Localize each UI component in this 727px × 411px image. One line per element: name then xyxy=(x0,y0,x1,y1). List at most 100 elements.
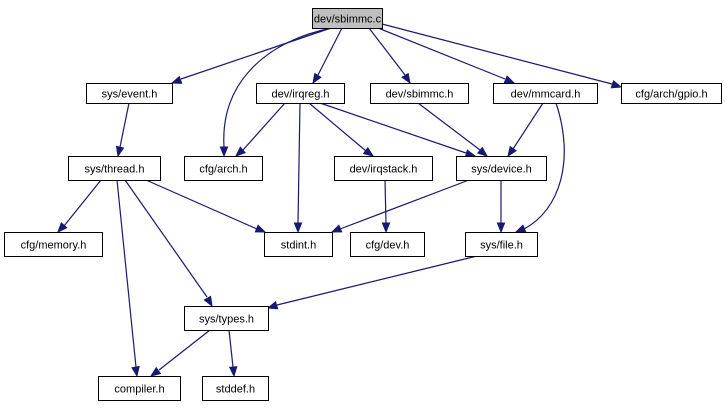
arrow-head xyxy=(57,222,68,233)
edge-dev-irqreg-to-sys-device xyxy=(319,102,477,158)
edge-dev-sbimmc-h-to-sys-device xyxy=(417,102,489,157)
node-box xyxy=(264,232,333,257)
arrow-head xyxy=(115,145,125,158)
node-box xyxy=(465,232,538,257)
node-sys-file[interactable]: sys/file.h xyxy=(465,232,538,257)
arrow-head xyxy=(362,146,375,157)
arrow-head xyxy=(293,222,303,234)
node-label: dev/sbimmc.c xyxy=(314,14,382,26)
arrow-head xyxy=(170,75,183,84)
edge-sys-thread-to-cfg-memory xyxy=(57,179,102,233)
edges-layer xyxy=(57,23,623,378)
edge-line xyxy=(124,179,208,298)
edge-root-to-dev-mmcard xyxy=(377,27,516,84)
edge-line xyxy=(116,179,137,368)
edge-line xyxy=(417,102,481,151)
arrow-head xyxy=(330,224,343,233)
node-label: dev/irqreg.h xyxy=(271,89,329,101)
edge-line xyxy=(377,27,506,80)
node-stddef[interactable]: stddef.h xyxy=(202,376,269,401)
arrow-head xyxy=(228,366,238,378)
node-root[interactable]: dev/sbimmc.c xyxy=(312,8,383,29)
node-sys-event[interactable]: sys/event.h xyxy=(86,83,173,104)
arrow-head xyxy=(496,222,506,234)
node-box xyxy=(350,232,425,257)
node-sys-thread[interactable]: sys/thread.h xyxy=(68,156,161,181)
edge-line xyxy=(319,102,467,154)
arrow-head xyxy=(381,222,391,234)
node-dev-irqstack[interactable]: dev/irqstack.h xyxy=(334,156,433,181)
node-box xyxy=(370,83,469,104)
arrow-head xyxy=(235,146,246,157)
edge-line xyxy=(368,27,406,76)
edge-sys-thread-to-compiler xyxy=(116,179,140,378)
edge-dev-irqreg-to-dev-irqstack xyxy=(308,102,375,157)
edge-sys-device-to-sys-file xyxy=(496,180,506,234)
edge-sys-thread-to-stdint xyxy=(145,179,267,233)
node-box xyxy=(334,156,433,181)
node-box xyxy=(86,83,173,104)
node-dev-mmcard[interactable]: dev/mmcard.h xyxy=(493,83,598,104)
node-label: sys/thread.h xyxy=(85,164,145,176)
edge-sys-device-to-stdint xyxy=(330,179,470,233)
node-box xyxy=(98,376,181,401)
node-cfg-gpio[interactable]: cfg/arch/gpio.h xyxy=(621,83,722,104)
arrow-head xyxy=(203,295,213,308)
node-sys-types[interactable]: sys/types.h xyxy=(184,306,269,331)
arrow-head xyxy=(266,301,279,310)
arrow-head xyxy=(514,224,527,233)
node-cfg-dev[interactable]: cfg/dev.h xyxy=(350,232,425,257)
edge-dev-irqstack-to-cfg-dev xyxy=(381,179,391,234)
node-sys-device[interactable]: sys/device.h xyxy=(456,156,547,181)
node-box xyxy=(456,156,547,181)
edge-line xyxy=(297,102,301,224)
edge-line xyxy=(158,329,211,371)
node-label: stdint.h xyxy=(281,240,316,252)
arrow-head xyxy=(503,75,516,84)
edge-dev-mmcard-to-sys-file xyxy=(514,102,565,233)
arrow-head xyxy=(219,146,229,158)
edge-line xyxy=(308,102,367,152)
node-compiler[interactable]: compiler.h xyxy=(98,376,181,401)
edge-root-to-cfg-arch xyxy=(219,27,333,158)
arrow-head xyxy=(401,72,411,85)
node-label: dev/sbimmc.h xyxy=(386,89,454,101)
node-label: sys/device.h xyxy=(471,164,532,176)
edge-line xyxy=(317,27,343,76)
arrow-head xyxy=(254,224,267,233)
edge-line xyxy=(223,27,333,148)
node-label: compiler.h xyxy=(114,384,164,396)
edge-line xyxy=(242,102,286,151)
edge-dev-irqreg-to-cfg-arch xyxy=(235,102,286,157)
node-label: sys/file.h xyxy=(480,240,523,252)
node-label: cfg/memory.h xyxy=(21,240,87,252)
edge-sys-types-to-compiler xyxy=(149,329,211,377)
node-box xyxy=(493,83,598,104)
node-label: dev/mmcard.h xyxy=(511,89,581,101)
edge-root-to-sys-event xyxy=(170,27,332,84)
node-label: stddef.h xyxy=(216,384,255,396)
nodes-layer: dev/sbimmc.c sys/event.h dev/irqreg.h dev/s… xyxy=(4,8,722,401)
edge-line xyxy=(180,27,332,80)
node-box xyxy=(202,376,269,401)
edge-line xyxy=(512,102,544,150)
node-label: cfg/dev.h xyxy=(366,240,410,252)
edge-root-to-cfg-gpio xyxy=(381,23,623,89)
edge-root-to-dev-irqreg xyxy=(312,27,343,85)
node-cfg-arch[interactable]: cfg/arch.h xyxy=(184,156,263,181)
node-label: dev/irqstack.h xyxy=(350,164,418,176)
node-dev-irqreg[interactable]: dev/irqreg.h xyxy=(256,83,345,104)
node-box xyxy=(68,156,161,181)
edge-line xyxy=(523,102,565,230)
arrow-head xyxy=(149,366,162,377)
arrow-head xyxy=(476,146,489,157)
arrow-head xyxy=(610,80,623,89)
edge-root-to-dev-sbimmc-h xyxy=(368,27,411,85)
node-dev-sbimmc-h[interactable]: dev/sbimmc.h xyxy=(370,83,469,104)
edge-sys-file-to-sys-types xyxy=(266,255,478,310)
node-cfg-memory[interactable]: cfg/memory.h xyxy=(4,232,103,257)
node-label: sys/event.h xyxy=(102,89,158,101)
node-box xyxy=(312,8,383,29)
node-box xyxy=(184,306,269,331)
node-stdint[interactable]: stdint.h xyxy=(264,232,333,257)
